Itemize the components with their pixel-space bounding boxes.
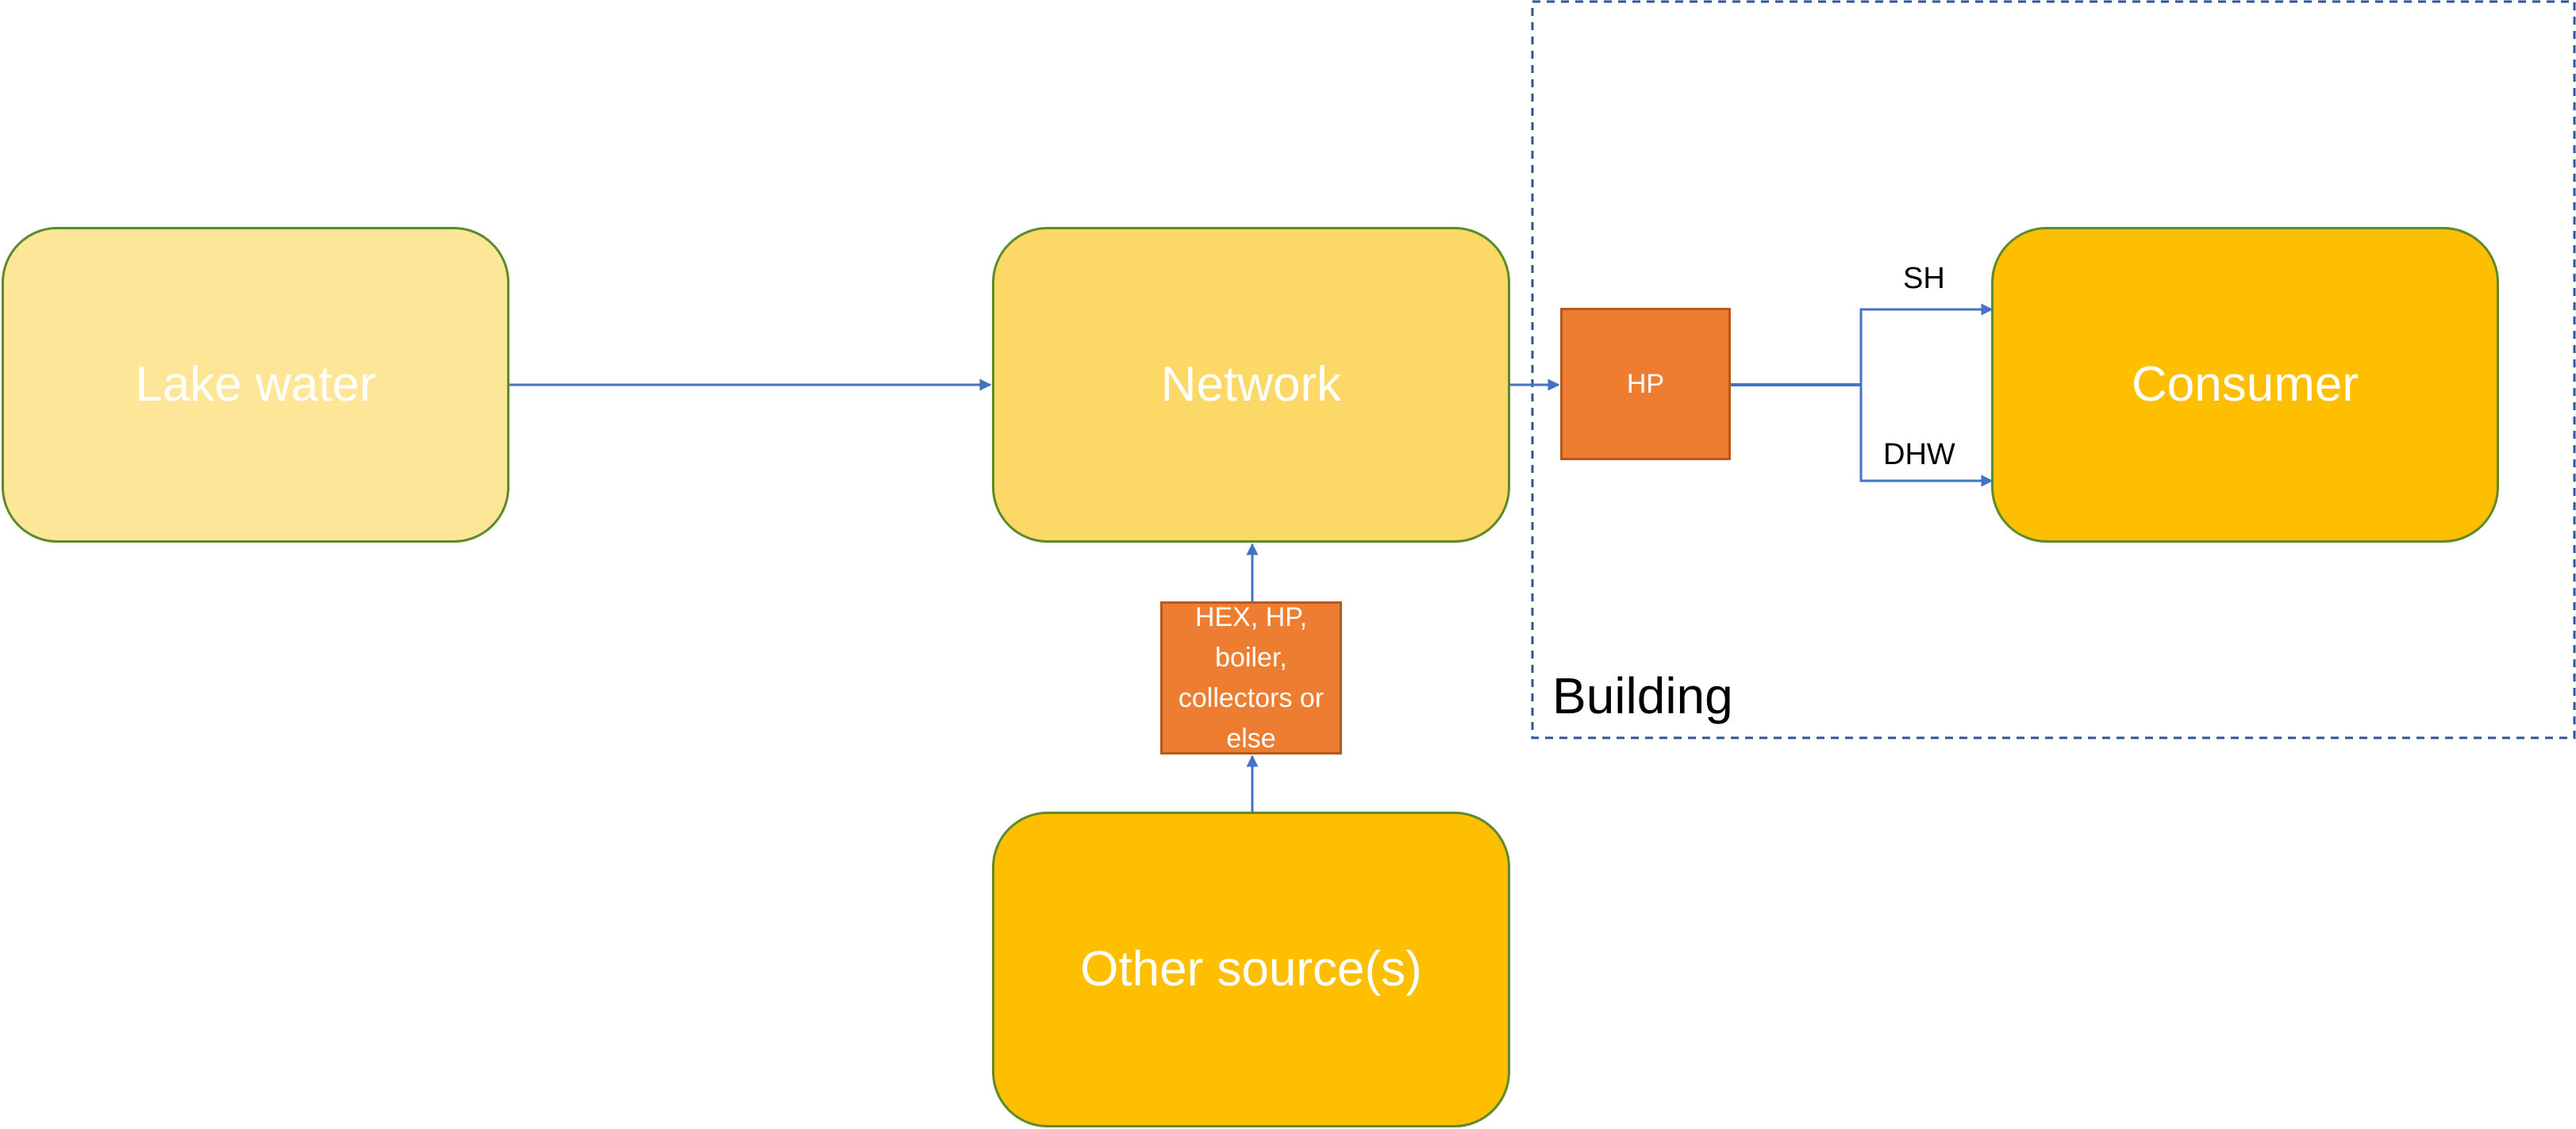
- consumer-label: Consumer: [2132, 356, 2359, 412]
- hp-box: HP: [1560, 308, 1731, 460]
- lake-water-node: Lake water: [2, 227, 509, 543]
- hex-box: HEX, HP, boiler, collectors or else: [1160, 601, 1342, 755]
- other-sources-node: Other source(s): [992, 812, 1510, 1127]
- building-label: Building: [1552, 667, 1733, 724]
- sh-label: SH: [1903, 262, 1945, 295]
- other-sources-label: Other source(s): [1080, 941, 1422, 997]
- arrow-dhw-to-consumer: [1859, 385, 1994, 487]
- consumer-node: Consumer: [1991, 227, 2499, 543]
- network-node: Network: [992, 227, 1510, 543]
- hex-box-label: HEX, HP, boiler, collectors or else: [1178, 601, 1325, 754]
- network-label: Network: [1160, 356, 1342, 412]
- lake-water-label: Lake water: [135, 356, 376, 412]
- arrow-sh-to-consumer: [1859, 303, 1994, 385]
- dhw-label: DHW: [1883, 438, 1955, 471]
- hp-label: HP: [1626, 368, 1665, 399]
- building-boundary: [1531, 0, 2576, 739]
